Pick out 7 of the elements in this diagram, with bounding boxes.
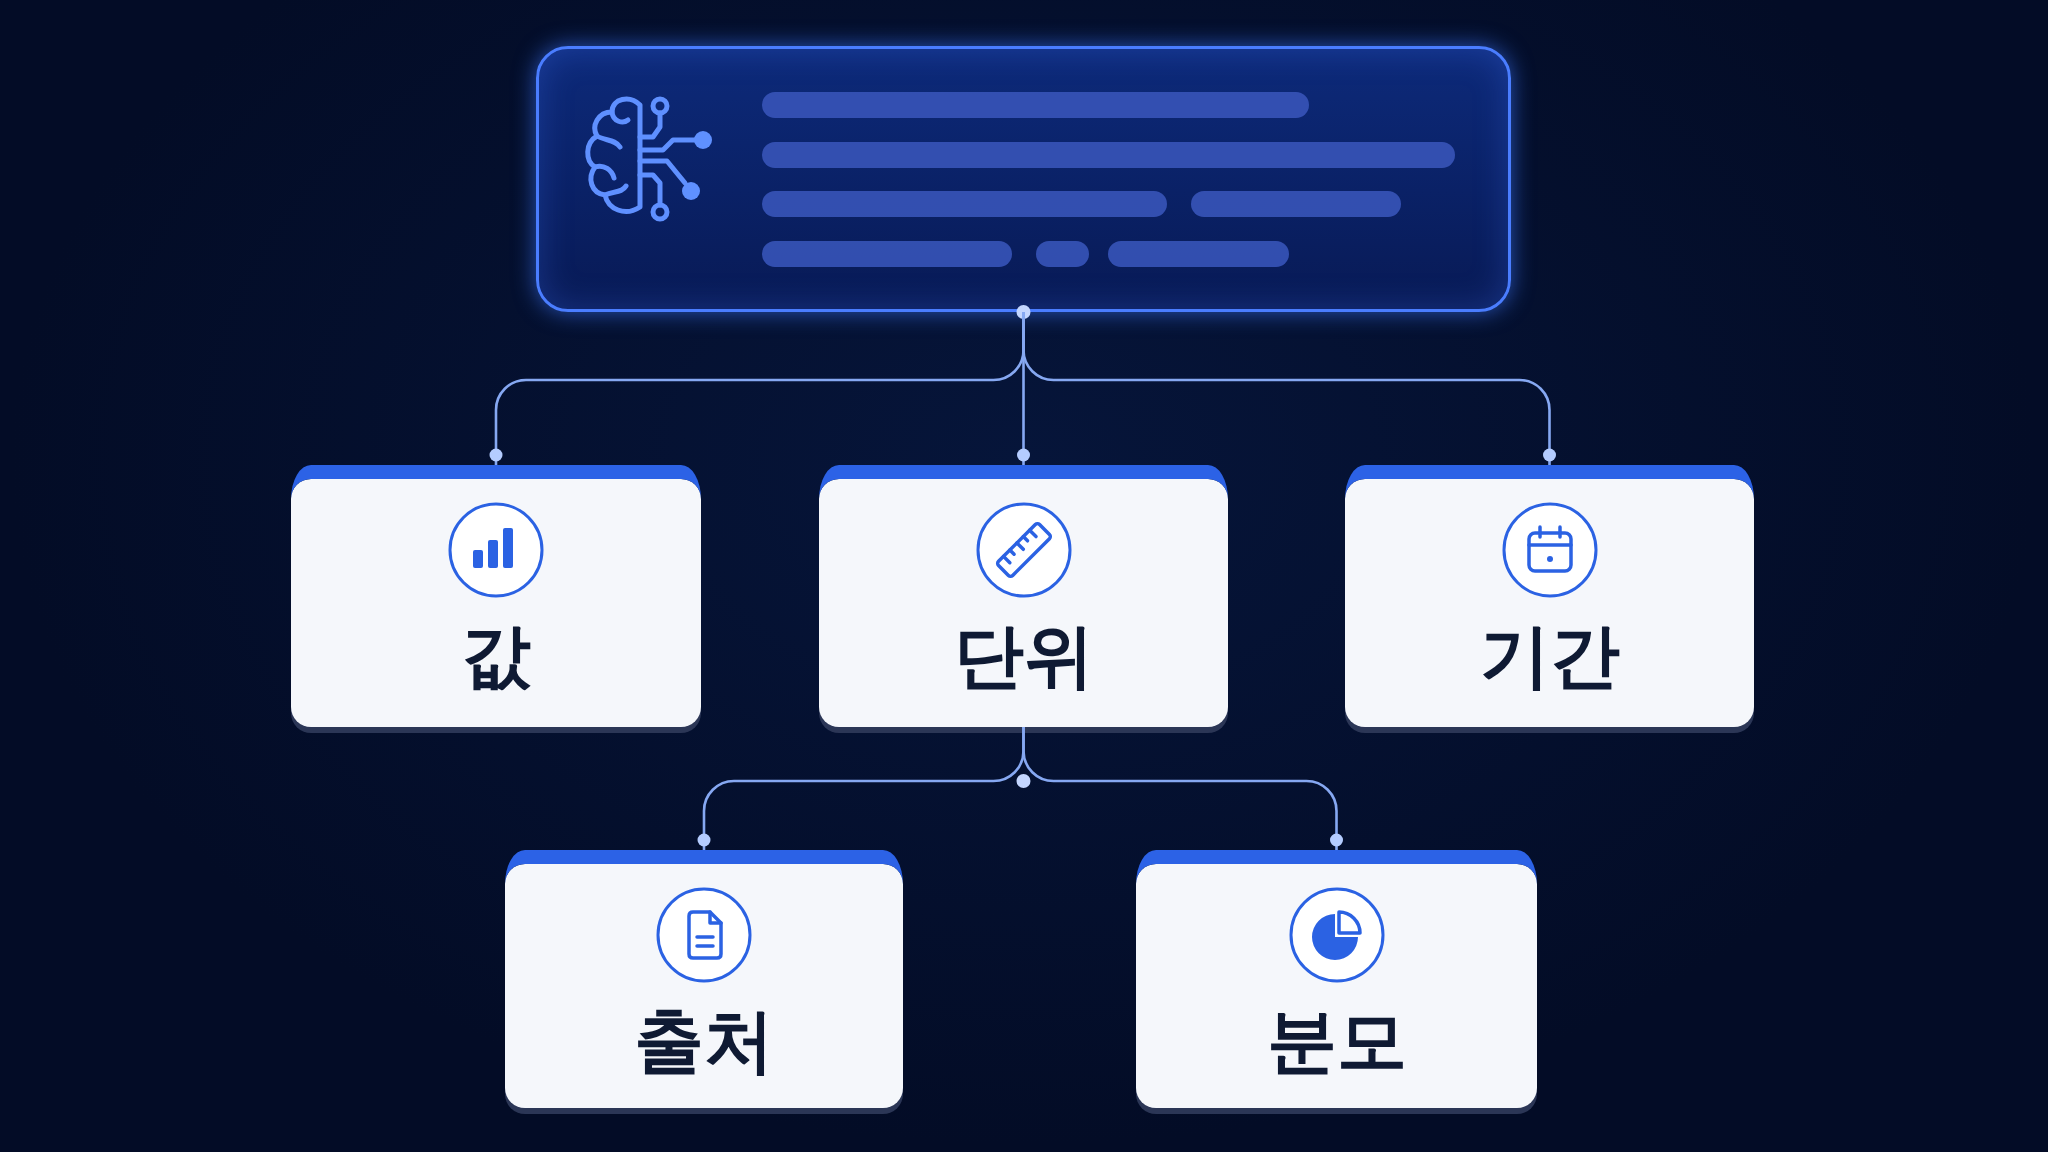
card-label: 분모: [1266, 1005, 1407, 1079]
connector-line: [1022, 727, 1343, 850]
card-label: 출처: [634, 1005, 774, 1079]
card-label: 값: [461, 620, 531, 694]
card-label: 단위: [953, 620, 1094, 694]
ai-summary-panel: [536, 46, 1511, 312]
card-label: 기간: [1479, 620, 1620, 694]
